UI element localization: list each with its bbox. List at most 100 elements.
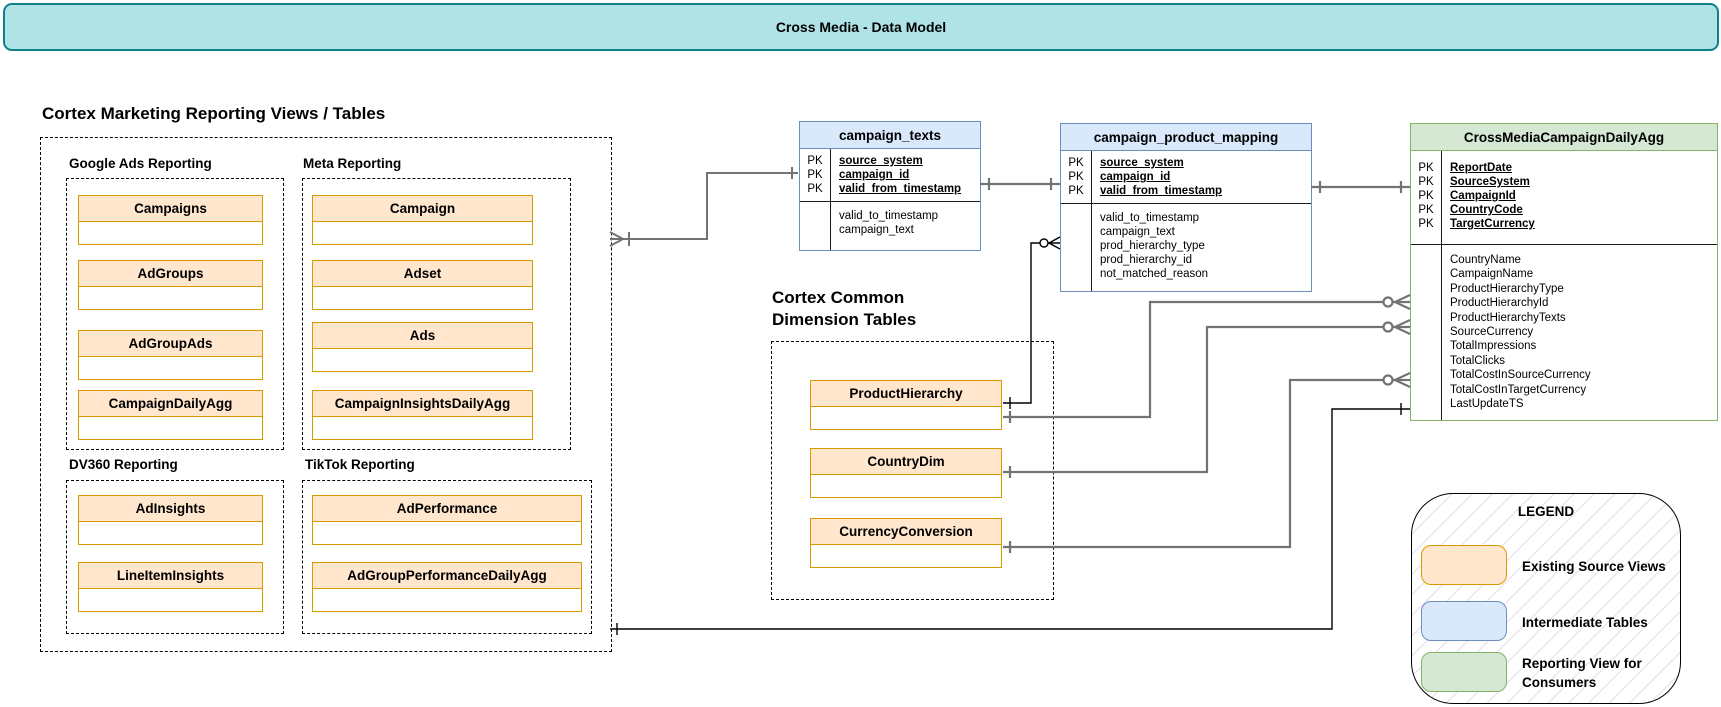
pk-row: PK TargetCurrency [1411, 217, 1717, 231]
fields-section: CountryName CampaignName ProductHierarch… [1411, 245, 1717, 420]
pk-tag-empty [1411, 311, 1441, 325]
pk-row: PK source_system [1061, 156, 1311, 170]
table-campaigninsightsdailyagg-header: CampaignInsightsDailyAgg [312, 390, 533, 417]
legend-title: LEGEND [1517, 504, 1575, 519]
field-row: not_matched_reason [1061, 267, 1311, 281]
pk-tag: PK [807, 155, 823, 167]
crow-foot-many-icon [1394, 319, 1411, 335]
diagram-title-bar: Cross Media - Data Model [3, 3, 1719, 51]
legend-label-intermediate-tables: Intermediate Tables [1522, 615, 1648, 630]
table-adgroupperformancedailyagg-header: AdGroupPerformanceDailyAgg [312, 562, 582, 589]
connector-producthierarchy-to-crossmedia [1003, 294, 1411, 423]
field-row: CampaignName [1411, 267, 1717, 281]
pk-tag-empty [1411, 325, 1441, 339]
pk-tag-empty [1061, 211, 1091, 225]
connector-currencyconversion-to-crossmedia [1003, 372, 1411, 553]
pk-tag-empty [1411, 253, 1441, 267]
field-row: TotalCostInSourceCurrency [1411, 368, 1717, 382]
field-name: valid_from_timestamp [1100, 185, 1223, 197]
table-campaign: Campaign [312, 195, 533, 245]
group-box-dv360 [66, 480, 284, 634]
section-divider [800, 201, 980, 202]
table-adinsights-header: AdInsights [78, 495, 263, 522]
field-row: CountryName [1411, 253, 1717, 267]
group-box-google-ads [66, 178, 284, 450]
field-row: ProductHierarchyType [1411, 282, 1717, 296]
section-divider [1061, 203, 1311, 204]
field-name: source_system [1100, 157, 1184, 169]
er-table-campaign-texts-title: campaign_texts [800, 122, 980, 149]
pk-tag: PK [1068, 157, 1084, 169]
table-countrydim: CountryDim [810, 448, 1002, 498]
field-name: ProductHierarchyType [1450, 282, 1564, 295]
pk-row: PK source_system [800, 154, 980, 168]
field-name: TotalCostInSourceCurrency [1450, 369, 1591, 382]
field-row: valid_to_timestamp [800, 209, 980, 223]
field-name: TargetCurrency [1450, 218, 1535, 230]
table-lineiteminsights-body [78, 589, 263, 612]
legend-label-existing-source-views: Existing Source Views [1522, 559, 1666, 574]
table-campaigndailyagg: CampaignDailyAgg [78, 390, 263, 440]
table-campaign-body [312, 222, 533, 245]
pk-tag-empty [1411, 282, 1441, 296]
table-adgroups: AdGroups [78, 260, 263, 310]
field-row: TotalClicks [1411, 354, 1717, 368]
table-campaigns-body [78, 222, 263, 245]
group-label-google-ads: Google Ads Reporting [69, 156, 212, 171]
pk-tag-empty [1411, 397, 1441, 411]
table-campaigndailyagg-header: CampaignDailyAgg [78, 390, 263, 417]
table-ads-header: Ads [312, 322, 533, 349]
table-campaigninsightsdailyagg: CampaignInsightsDailyAgg [312, 390, 533, 440]
table-adgroupads: AdGroupAds [78, 330, 263, 380]
field-row: ProductHierarchyId [1411, 296, 1717, 310]
table-producthierarchy-body [810, 407, 1002, 430]
zero-circle-icon [1382, 374, 1394, 386]
connector-mapping-to-crossmedia [1311, 181, 1410, 193]
field-row: LastUpdateTS [1411, 397, 1717, 411]
table-campaign-header: Campaign [312, 195, 533, 222]
er-table-campaign-texts: campaign_texts PK source_system PK campaig… [799, 121, 981, 251]
pk-tag: PK [1418, 162, 1434, 174]
field-name: LastUpdateTS [1450, 398, 1524, 411]
field-name: campaign_text [1100, 226, 1175, 238]
pk-row: PK valid_from_timestamp [800, 182, 980, 196]
field-name: valid_to_timestamp [1100, 212, 1200, 224]
pk-tag: PK [1418, 176, 1434, 188]
pk-column-divider [1441, 151, 1442, 420]
table-producthierarchy-header: ProductHierarchy [810, 380, 1002, 407]
field-name: CountryCode [1450, 204, 1523, 216]
legend-swatch-intermediate-tables [1421, 601, 1507, 641]
fields-section: valid_to_timestamp campaign_text prod_hi… [1061, 204, 1311, 291]
field-row: prod_hierarchy_id [1061, 253, 1311, 267]
table-adgroups-header: AdGroups [78, 260, 263, 287]
field-row: ProductHierarchyTexts [1411, 311, 1717, 325]
field-name: source_system [839, 155, 923, 167]
pk-tag-empty [1061, 253, 1091, 267]
pk-tag: PK [807, 183, 823, 195]
crow-foot-many-icon [1394, 372, 1411, 388]
connector-campaign-texts-to-mapping [980, 178, 1060, 190]
table-adset-header: Adset [312, 260, 533, 287]
table-ads-body [312, 349, 533, 372]
pk-tag-empty [1061, 267, 1091, 281]
field-row: TotalImpressions [1411, 339, 1717, 353]
pk-tag: PK [1418, 204, 1434, 216]
field-name: valid_from_timestamp [839, 183, 962, 195]
dimension-section-heading: Cortex Common Dimension Tables [772, 287, 916, 331]
pk-tag: PK [1418, 190, 1434, 202]
diagram-title: Cross Media - Data Model [775, 19, 947, 35]
field-name: campaign_id [1100, 171, 1171, 183]
pk-row: PK ReportDate [1411, 161, 1717, 175]
section-divider [1411, 244, 1717, 245]
pk-tag: PK [1418, 218, 1434, 230]
field-name: campaign_text [839, 224, 914, 236]
field-name: ReportDate [1450, 162, 1512, 174]
field-row: campaign_text [800, 223, 980, 237]
field-name: not_matched_reason [1100, 268, 1209, 280]
table-adgroupperformancedailyagg-body [312, 589, 582, 612]
pk-tag-empty [1411, 339, 1441, 353]
field-name: TotalCostInTargetCurrency [1450, 383, 1587, 396]
pk-tag-empty [1411, 354, 1441, 368]
